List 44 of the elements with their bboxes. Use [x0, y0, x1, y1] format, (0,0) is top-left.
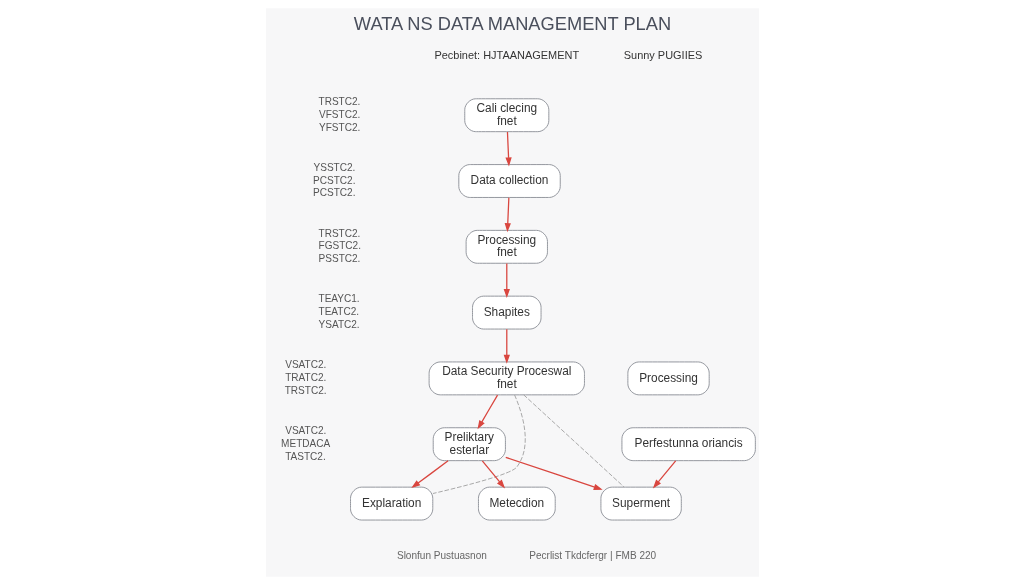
node-box: Preliktary esterlar [432, 427, 506, 462]
label: TEATC2. [318, 306, 359, 318]
label: TASTC2. [284, 450, 326, 462]
arrow [652, 460, 676, 489]
label: YSATC2. [318, 318, 360, 330]
label: FGSTC2. [318, 240, 361, 252]
label: TEAYC1. [318, 293, 360, 305]
label: YSSTC2. [313, 161, 355, 173]
label: VFSTC2. [318, 108, 360, 120]
arrow [504, 131, 512, 167]
diagram-title: WATA NS DATA MANAGEMENT PLAN [353, 13, 671, 35]
label: VSATC2. [284, 359, 326, 371]
arrow [477, 394, 498, 430]
arrow [503, 262, 510, 298]
arrow [504, 456, 603, 490]
label: TRSTC2. [318, 95, 360, 107]
label: YFSTC2. [318, 121, 360, 133]
node-box: Shapites [471, 295, 541, 330]
label: PSSTC2. [318, 253, 360, 265]
label: Slonfun Pustuasnon [396, 550, 487, 562]
node-box: Explaration [349, 486, 433, 521]
arrow [481, 460, 505, 489]
label: TRATC2. [284, 371, 326, 383]
node-box: Data Security Proceswal fnet [428, 361, 585, 396]
label: TRSTC2. [284, 384, 327, 396]
arrow [503, 328, 510, 364]
label: VSATC2. [284, 424, 326, 436]
node-box: Metecdion [477, 486, 556, 521]
node-box: Superment [599, 486, 682, 521]
label: PCSTC2. [312, 174, 355, 186]
label: PCSTC2. [312, 187, 355, 199]
node-box: Cali clecing fnet [463, 98, 549, 133]
label: Sunny PUGIIES [623, 48, 702, 61]
label: TRSTC2. [318, 227, 360, 239]
arrow [504, 197, 511, 233]
label: METDACA [280, 437, 330, 449]
node-box: Data collection [457, 164, 561, 198]
label: Pecbinet: HJTAANAGEMENT [433, 48, 579, 61]
label: Pecrlist Tkdcfergr | FMB 220 [528, 550, 656, 562]
arrow [410, 460, 449, 489]
node-box: Processing fnet [465, 229, 548, 264]
node-box: Processing [626, 361, 710, 396]
node-box: Perfestunna oriancis [620, 427, 756, 462]
connector [522, 394, 624, 488]
